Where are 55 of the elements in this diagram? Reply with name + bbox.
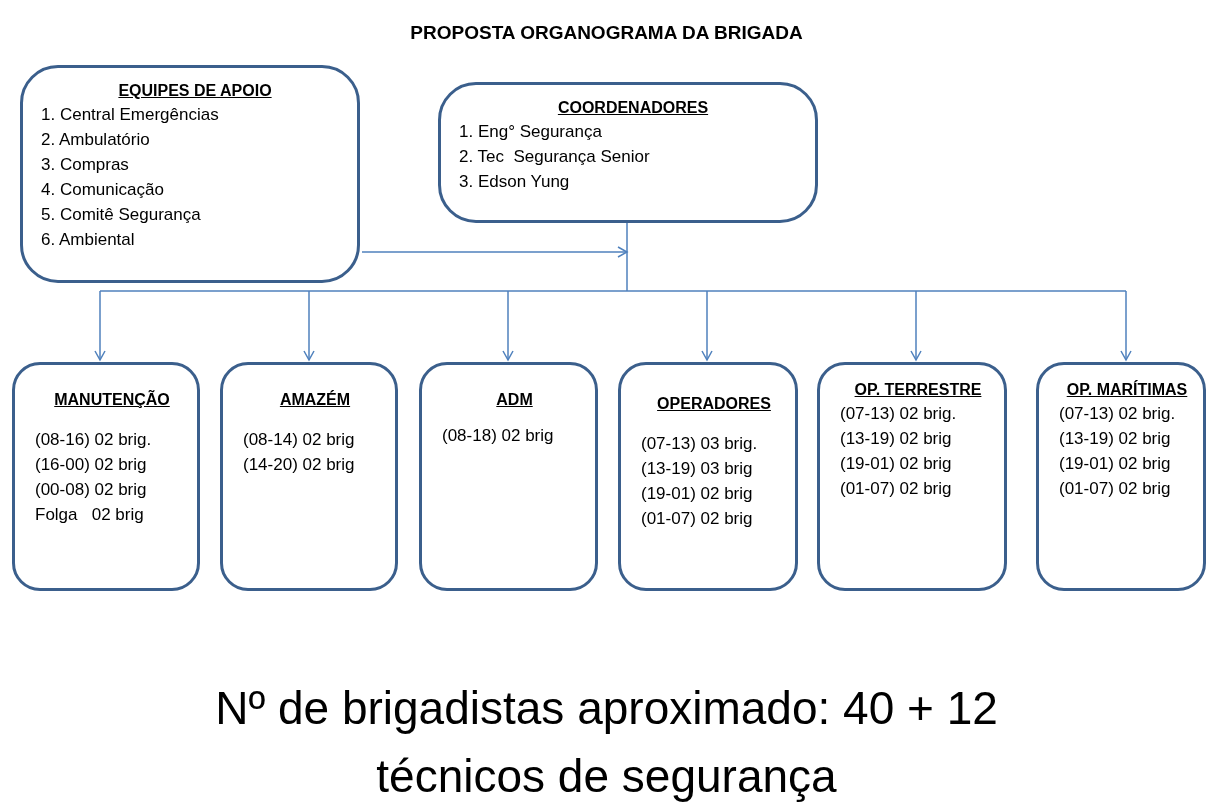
- shift-line: (07-13) 02 brig.: [840, 403, 958, 425]
- list-item: 1. Central Emergências: [41, 104, 220, 126]
- list-item: 2. Tec Segurança Senior: [459, 146, 651, 168]
- connector-line: [626, 222, 628, 292]
- shift-line: (07-13) 03 brig.: [641, 433, 759, 455]
- arrow: [303, 290, 315, 361]
- list-item: 5. Comitê Segurança: [41, 204, 202, 226]
- arrow: [502, 290, 514, 361]
- diagram-title: PROPOSTA ORGANOGRAMA DA BRIGADA: [409, 22, 804, 44]
- arrow: [361, 246, 628, 258]
- arrow: [94, 290, 106, 361]
- box-heading: OP. TERRESTRE: [853, 381, 983, 399]
- list-item: 3. Compras: [41, 154, 130, 176]
- box-heading: EQUIPES DE APOIO: [117, 82, 273, 100]
- shift-line: (13-19) 02 brig: [1059, 428, 1172, 450]
- org-box: [817, 362, 1007, 591]
- connector-line: [99, 290, 1127, 292]
- list-item: 4. Comunicação: [41, 179, 165, 201]
- shift-line: (08-14) 02 brig: [243, 429, 356, 451]
- list-item: 6. Ambiental: [41, 229, 136, 251]
- caption: Nº de brigadistas aproximado: 40 + 12 técnicos de segurança: [214, 681, 999, 804]
- list-item: 2. Ambulatório: [41, 129, 151, 151]
- arrow: [701, 290, 713, 361]
- shift-line: (16-00) 02 brig: [35, 454, 148, 476]
- box-heading: COORDENADORES: [556, 99, 710, 117]
- shift-line: (19-01) 02 brig: [641, 483, 754, 505]
- shift-line: (01-07) 02 brig: [840, 478, 953, 500]
- shift-line: (19-01) 02 brig: [1059, 453, 1172, 475]
- list-item: 3. Edson Yung: [459, 171, 571, 193]
- shift-line: (14-20) 02 brig: [243, 454, 356, 476]
- shift-line: (13-19) 02 brig: [840, 428, 953, 450]
- shift-line: (01-07) 02 brig: [1059, 478, 1172, 500]
- shift-line: (08-18) 02 brig: [442, 425, 555, 447]
- org-box: [12, 362, 200, 591]
- box-heading: OPERADORES: [656, 395, 772, 413]
- shift-line: (08-16) 02 brig.: [35, 429, 153, 451]
- org-box: [20, 65, 360, 283]
- arrow: [1120, 290, 1132, 361]
- org-box: [1036, 362, 1206, 591]
- org-box: [438, 82, 818, 223]
- list-item: 1. Eng° Segurança: [459, 121, 603, 143]
- shift-line: (19-01) 02 brig: [840, 453, 953, 475]
- shift-line: (13-19) 03 brig: [641, 458, 754, 480]
- box-heading: OP. MARÍTIMAS: [1065, 381, 1189, 399]
- shift-line: Folga 02 brig: [35, 504, 145, 526]
- box-heading: ADM: [495, 391, 534, 409]
- arrow: [910, 290, 922, 361]
- org-box: [220, 362, 398, 591]
- box-heading: AMAZÉM: [278, 391, 352, 409]
- shift-line: (01-07) 02 brig: [641, 508, 754, 530]
- org-box: [618, 362, 798, 591]
- shift-line: (07-13) 02 brig.: [1059, 403, 1177, 425]
- box-heading: MANUTENÇÃO: [53, 391, 171, 409]
- shift-line: (00-08) 02 brig: [35, 479, 148, 501]
- org-box: [419, 362, 598, 591]
